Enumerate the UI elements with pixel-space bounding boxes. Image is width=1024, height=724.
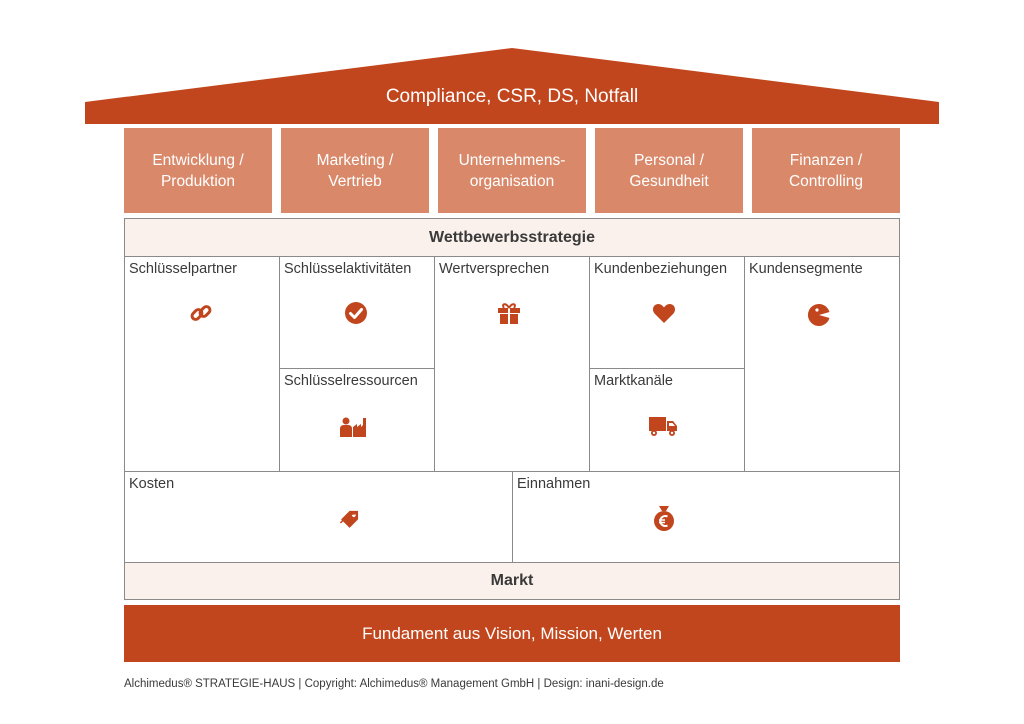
- check-circle-icon: [345, 302, 367, 324]
- pillar-entwicklung-produktion: Entwicklung / Produktion: [124, 128, 272, 213]
- gift-icon: [498, 303, 520, 324]
- pillar-marketing-vertrieb: Marketing / Vertrieb: [281, 128, 429, 213]
- market-band: Markt: [124, 562, 900, 600]
- strategy-label: Wettbewerbsstrategie: [429, 228, 595, 246]
- block-schluesselaktivitaeten: Schlüsselaktivitäten: [279, 256, 435, 369]
- pillar-unternehmensorganisation: Unternehmens- organisation: [438, 128, 586, 213]
- block-marktkanaele: Marktkanäle: [589, 368, 745, 472]
- truck-icon: [649, 417, 677, 436]
- heart-icon: [652, 304, 676, 323]
- roof-shape: [85, 48, 939, 124]
- block-label: Wertversprechen: [439, 261, 550, 277]
- block-label: Schlüsselaktivitäten: [284, 261, 412, 277]
- pacman-icon: [807, 304, 830, 326]
- block-label: Schlüsselressourcen: [284, 373, 418, 389]
- block-kosten: Kosten: [124, 471, 513, 563]
- block-label: Kundensegmente: [749, 261, 863, 277]
- pillar-finanzen-controlling: Finanzen / Controlling: [752, 128, 900, 213]
- market-label: Markt: [490, 572, 534, 589]
- block-label: Schlüsselpartner: [129, 261, 237, 277]
- pillar-personal-gesundheit: Personal / Gesundheit: [595, 128, 743, 213]
- block-kundenbeziehungen: Kundenbeziehungen: [589, 256, 745, 369]
- link-icon: [190, 305, 212, 321]
- block-schluesselpartner: Schlüsselpartner: [124, 256, 280, 472]
- footer-credits: Alchimedus® STRATEGIE-HAUS | Copyright: …: [124, 678, 664, 690]
- block-label: Marktkanäle: [594, 373, 673, 389]
- roof-label: Compliance, CSR, DS, Notfall: [385, 86, 639, 107]
- foundation-label: Fundament aus Vision, Mission, Werten: [362, 623, 662, 643]
- block-wertversprechen: Wertversprechen: [434, 256, 590, 472]
- block-label: Einnahmen: [517, 476, 591, 492]
- block-schluesselressourcen: Schlüsselressourcen: [279, 368, 435, 472]
- price-tag-icon: [339, 510, 359, 528]
- foundation-band: Fundament aus Vision, Mission, Werten: [124, 605, 900, 662]
- factory-icon: [340, 417, 366, 437]
- block-label: Kosten: [129, 476, 175, 492]
- money-bag-euro-icon: [654, 506, 674, 531]
- block-label: Kundenbeziehungen: [594, 261, 728, 277]
- strategy-band: Wettbewerbsstrategie: [124, 218, 900, 257]
- block-einnahmen: Einnahmen: [512, 471, 900, 563]
- block-kundensegmente: Kundensegmente: [744, 256, 900, 472]
